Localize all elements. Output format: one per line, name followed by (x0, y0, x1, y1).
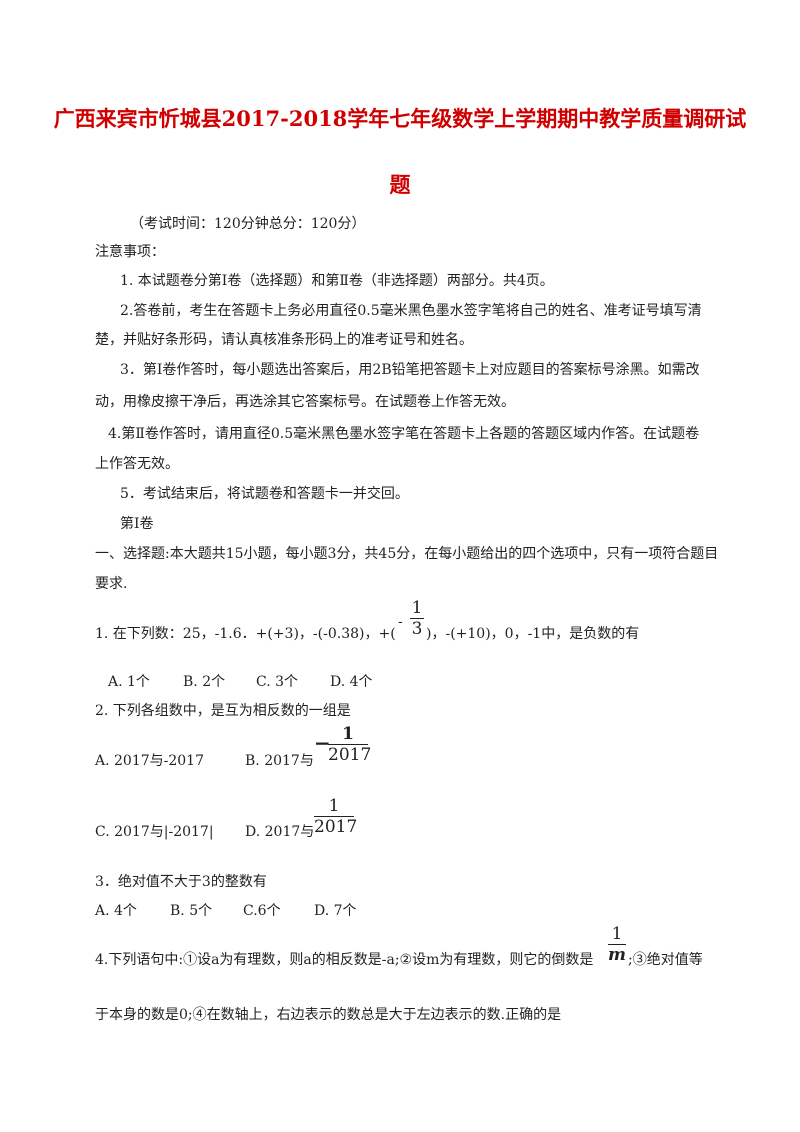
question-3-option-a: A. 4个 (95, 903, 137, 919)
question-2-option-d-fraction: 1 2017 (314, 796, 358, 837)
notice-item-4b: 上作答无效。 (95, 456, 179, 472)
part-1-heading: 第Ⅰ卷 (120, 516, 154, 532)
question-2-option-b-denominator: 2017 (328, 744, 372, 765)
document-title-line1: 广西来宾市忻城县2017-2018学年七年级数学上学期期中教学质量调研试 (53, 106, 747, 131)
question-4-stem-a-after: ;③绝对值等 (628, 952, 703, 968)
notice-item-5: 5．考试结束后，将试题卷和答题卡一并交回。 (120, 486, 409, 502)
notice-item-1: 1. 本试题卷分第Ⅰ卷（选择题）和第Ⅱ卷（非选择题）两部分。共4页。 (120, 273, 554, 289)
question-2-option-b-minus: − (314, 731, 331, 755)
question-2-option-b-fraction: 1 2017 (328, 724, 372, 765)
section-1-intro-a: 一、选择题:本大题共15小题，每小题3分，共45分，在每小题给出的四个选项中，只… (95, 546, 719, 562)
question-4-stem-a: 4.下列语句中:①设a为有理数，则a的相反数是-a;②设m为有理数，则它的倒数是 (95, 952, 594, 968)
question-1-stem-before: 1. 在下列数：25，-1.6．+(+3)，-(-0.38)，+( (95, 626, 396, 642)
question-1-option-d: D. 4个 (330, 674, 373, 690)
notice-item-3a: 3．第Ⅰ卷作答时，每小题选出答案后，用2B铅笔把答题卡上对应题目的答案标号涂黑。… (120, 362, 700, 378)
question-1-fraction-minus: - (398, 614, 403, 630)
question-2-option-d: D. 2017与 (245, 824, 315, 840)
notice-item-3b: 动，用橡皮擦干净后，再选涂其它答案标号。在试题卷上作答无效。 (95, 394, 515, 410)
exam-info: （考试时间：120分钟总分：120分） (130, 216, 366, 232)
notice-heading: 注意事项： (95, 244, 165, 260)
section-1-intro-b: 要求. (95, 576, 128, 592)
question-1-option-b: B. 2个 (183, 674, 226, 690)
document-title-line2: 题 (389, 172, 411, 197)
question-1-stem-after: )，-(+10)，0，-1中，是负数的有 (426, 626, 640, 642)
question-4-fraction-denominator: m (608, 944, 626, 965)
question-3-option-b: B. 5个 (170, 903, 213, 919)
question-2-option-d-numerator: 1 (328, 796, 340, 816)
notice-item-4a: 4.第Ⅱ卷作答时，请用直径0.5毫米黑色墨水签字笔在答题卡上各题的答题区域内作答… (108, 426, 700, 442)
notice-item-2b: 楚，并贴好条形码，请认真核准条形码上的准考证号和姓名。 (95, 332, 473, 348)
question-4-fraction: 1 m (608, 924, 626, 965)
question-1-fraction-denominator: 3 (410, 618, 424, 639)
question-1-fraction: 1 3 (410, 598, 424, 639)
question-3-stem: 3．绝对值不大于3的整数有 (95, 874, 267, 890)
question-2-option-b-numerator: 1 (342, 724, 354, 744)
question-3-option-c: C.6个 (243, 903, 281, 919)
question-2-option-a: A. 2017与-2017 (95, 753, 204, 769)
question-4-fraction-numerator: 1 (611, 924, 623, 944)
question-1-fraction-numerator: 1 (411, 598, 423, 618)
question-2-option-c: C. 2017与|-2017| (95, 824, 214, 840)
question-2-option-b: B. 2017与 (245, 753, 314, 769)
notice-item-2a: 2.答卷前，考生在答题卡上务必用直径0.5毫米黑色墨水签字笔将自己的姓名、准考证… (120, 303, 702, 319)
question-1-option-c: C. 3个 (256, 674, 299, 690)
question-3-option-d: D. 7个 (314, 903, 357, 919)
question-2-option-d-denominator: 2017 (314, 816, 358, 837)
question-4-stem-b: 于本身的数是0;④在数轴上，右边表示的数总是大于左边表示的数.正确的是 (95, 1007, 562, 1023)
question-1-option-a: A. 1个 (108, 674, 150, 690)
question-2-stem: 2. 下列各组数中，是互为相反数的一组是 (95, 703, 351, 719)
